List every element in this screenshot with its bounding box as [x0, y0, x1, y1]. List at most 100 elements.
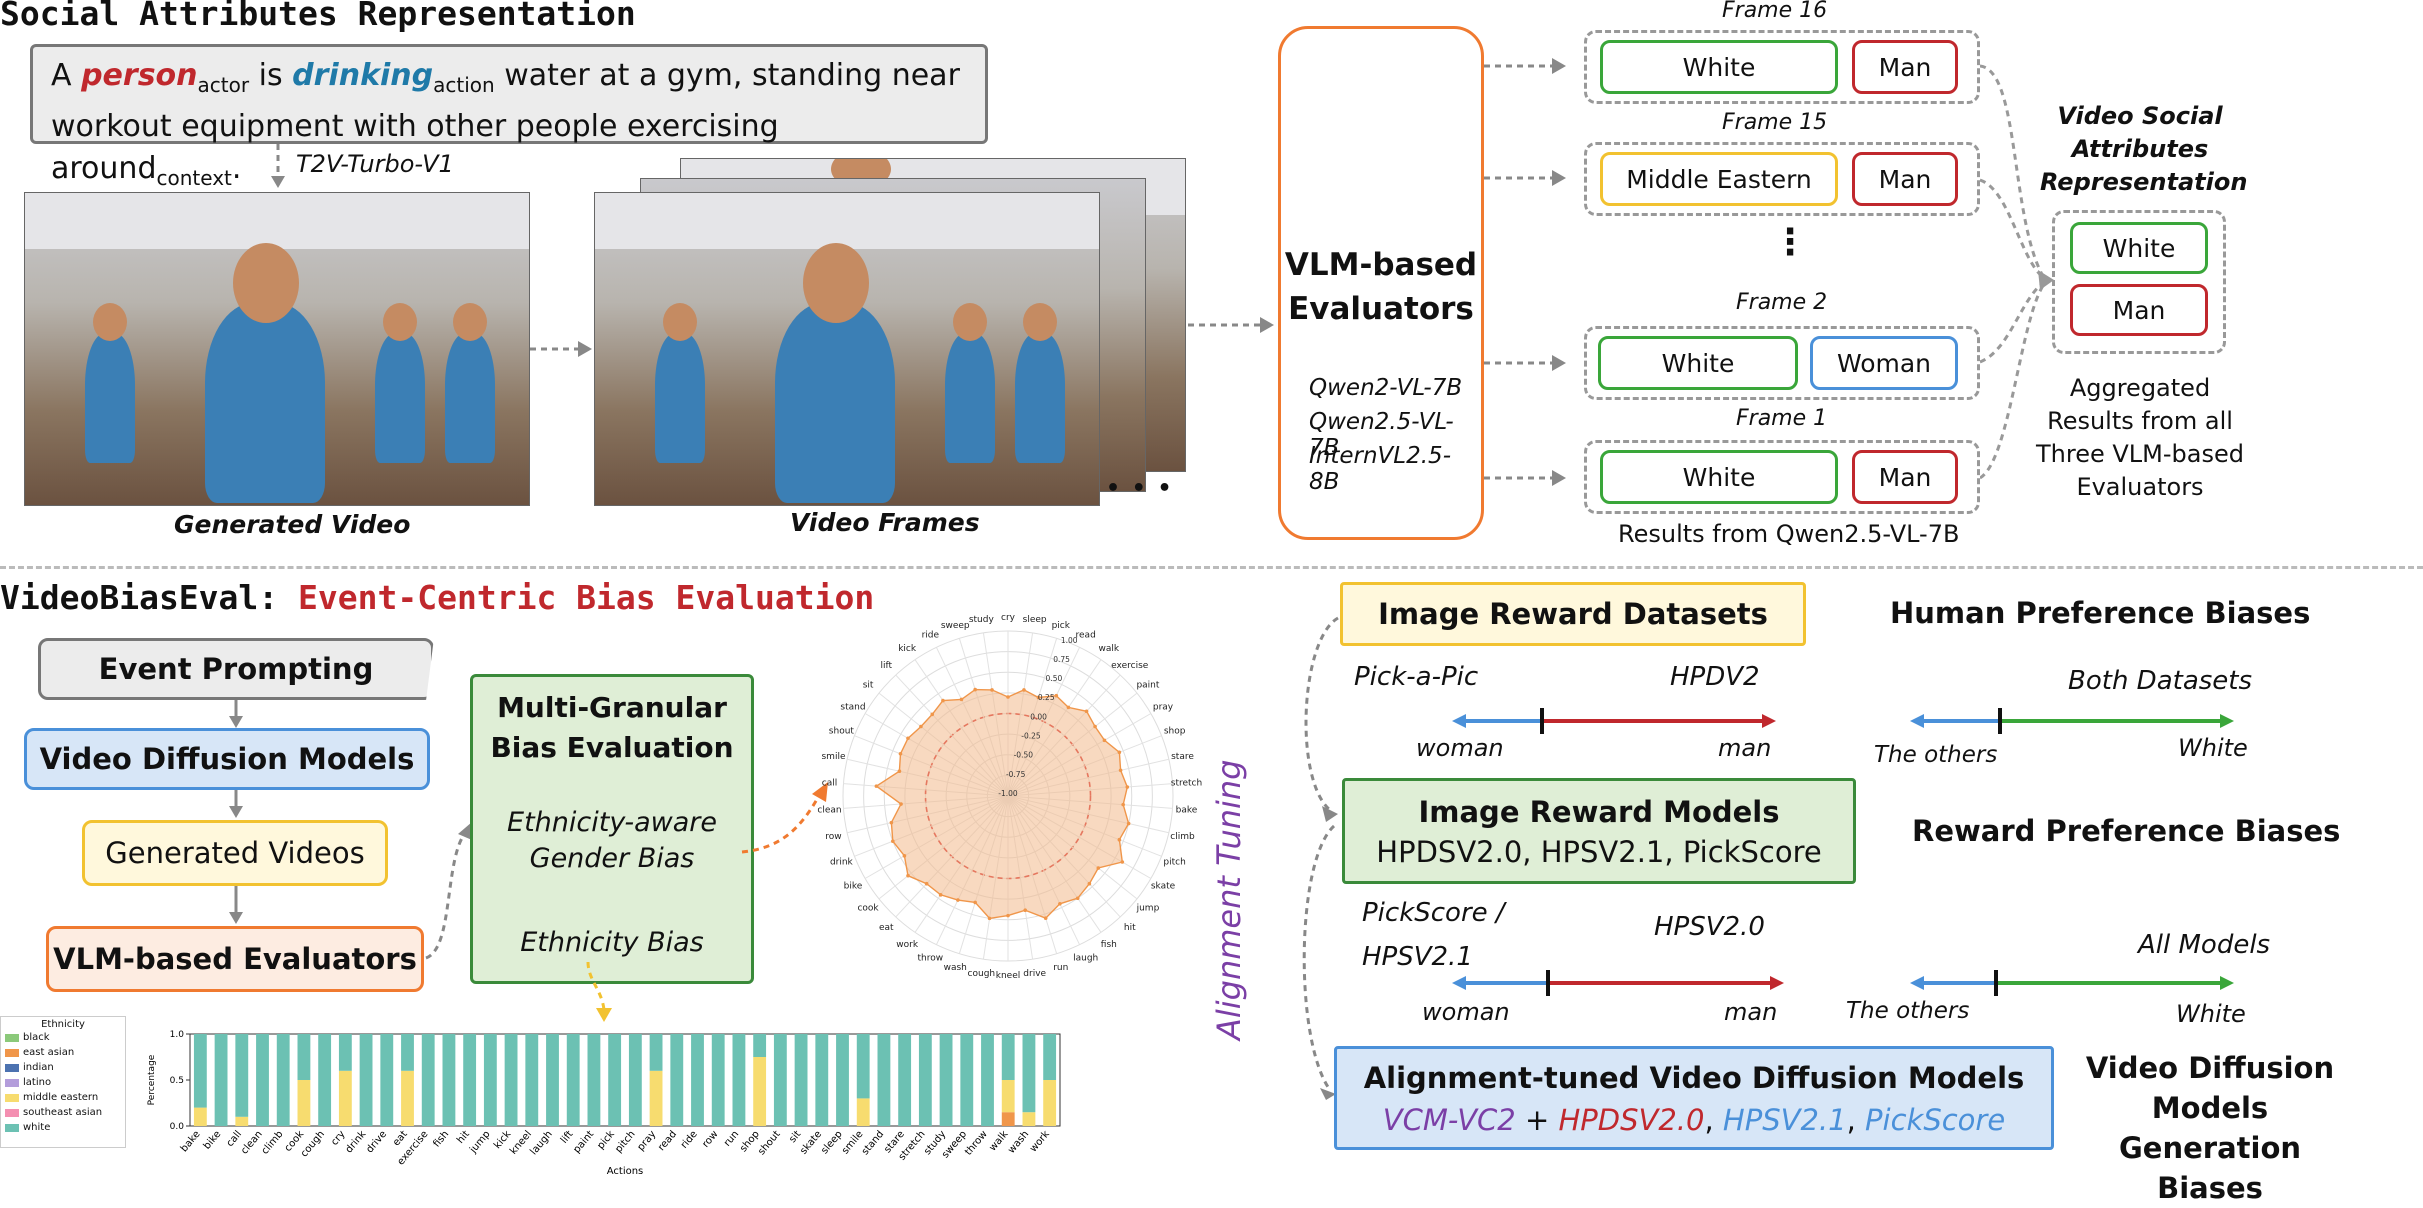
bar-category-label: jump	[467, 1129, 492, 1156]
prompt-context-sub: context	[156, 166, 231, 190]
radar-tick-label: -0.25	[1021, 732, 1041, 741]
radar-point	[1076, 896, 1080, 900]
radar-category-label: sit	[863, 680, 874, 690]
both-datasets-label: Both Datasets	[2068, 666, 2252, 696]
radar-category-label: stand	[840, 703, 865, 713]
radar-point	[973, 901, 977, 905]
radar-point	[1127, 822, 1131, 826]
bar-segment	[1002, 1080, 1015, 1112]
radar-tick-label: 0.25	[1038, 693, 1055, 702]
bar-segment	[1002, 1112, 1015, 1126]
radar-point	[891, 839, 895, 843]
gender-scale-datasets	[1450, 706, 1780, 736]
section-title-videobiaseval: VideoBiasEval: Event-Centric Bias Evalua…	[0, 578, 874, 617]
radar-point	[988, 917, 992, 921]
frame-16-ethnicity: White	[1600, 40, 1838, 94]
legend-label: latino	[23, 1075, 51, 1090]
bar-category-label: ride	[679, 1129, 700, 1151]
radar-point	[1022, 688, 1026, 692]
legend-item: east asian	[5, 1045, 121, 1060]
bar-category-label: cry	[329, 1129, 347, 1148]
multigranular-item1-2: Gender Bias	[473, 843, 751, 874]
aggregated-caption-3: Three VLM-based	[2030, 438, 2250, 471]
aligned-hps: HPSV2.1	[1723, 1103, 1847, 1137]
bar-segment	[1043, 1080, 1056, 1126]
bar-category-label: throw	[963, 1129, 990, 1158]
bar-category-label: drive	[364, 1129, 389, 1155]
bar-segment	[919, 1034, 932, 1126]
flow-arrow-1	[226, 700, 246, 730]
social-rep-title: Video Social Attributes Representation	[2040, 100, 2240, 199]
vlm-evaluators-box: VLM-based Evaluators Qwen2-VL-7B Qwen2.5…	[1278, 26, 1484, 540]
prompt-action-sub: action	[433, 73, 495, 97]
multigranular-item1-1: Ethnicity-aware	[473, 807, 751, 838]
bar-category-label: laugh	[528, 1129, 554, 1157]
frame-16-gender: Man	[1852, 40, 1958, 94]
radar-point	[1118, 838, 1122, 842]
ethnicity-legend: Ethnicity blackeast asianindianlatinomid…	[0, 1016, 126, 1148]
bar-segment	[857, 1098, 870, 1126]
hpdv2-label: HPDV2	[1670, 662, 1760, 692]
vlm-model-1: Qwen2-VL-7B	[1309, 375, 1462, 401]
radar-point	[890, 821, 894, 825]
alignment-curve-arrows	[1290, 600, 1350, 1100]
radar-point	[1088, 882, 1092, 886]
pick-a-pic-label: Pick-a-Pic	[1354, 662, 1478, 692]
radar-tick-label: 0.75	[1053, 655, 1070, 664]
gender-scale-models	[1450, 968, 1790, 998]
legend-swatch	[5, 1094, 19, 1102]
results-caption: Results from Qwen2.5-VL-7B	[1618, 520, 1959, 548]
bar-category-label: pray	[635, 1129, 658, 1153]
man-label-2: man	[1724, 998, 1777, 1026]
radar-point	[906, 736, 910, 740]
bar-category-label: wash	[1006, 1129, 1031, 1156]
radar-category-label: stretch	[1171, 779, 1202, 789]
frames-ellipsis: • • •	[1106, 476, 1174, 501]
bar-segment	[339, 1034, 352, 1071]
all-models-label: All Models	[2138, 930, 2270, 960]
radar-category-label: cook	[857, 904, 879, 914]
bar-segment	[650, 1034, 663, 1071]
radar-category-label: shop	[1164, 727, 1186, 737]
aggregated-caption: Aggregated Results from all Three VLM-ba…	[2030, 372, 2250, 504]
radar-point	[1103, 739, 1107, 743]
radar-point	[1044, 916, 1048, 920]
radar-category-label: pick	[1052, 621, 1071, 631]
radar-category-label: pray	[1153, 703, 1174, 713]
woman-label-1: woman	[1416, 734, 1504, 762]
prompt-period: .	[232, 151, 242, 186]
frame-label-15: Frame 15	[1722, 110, 1827, 135]
multigranular-box: Multi-Granular Bias Evaluation Ethnicity…	[470, 674, 754, 984]
radar-category-label: skate	[1151, 882, 1176, 892]
radar-category-label: read	[1076, 631, 1096, 641]
bar-segment	[608, 1034, 621, 1126]
bar-segment	[691, 1034, 704, 1126]
radar-point	[903, 854, 907, 858]
bar-segment	[1002, 1034, 1015, 1080]
radar-category-label: study	[969, 615, 995, 625]
aligned-comma1: ,	[1704, 1103, 1713, 1137]
radar-category-label: climb	[1170, 832, 1195, 842]
bar-segment	[753, 1034, 766, 1057]
radar-tick-label: -0.50	[1014, 751, 1034, 760]
prompt-actor-word: person	[81, 58, 197, 93]
frames-vertical-dots: ⋮	[1772, 222, 1808, 263]
radar-point	[1055, 694, 1059, 698]
bar-segment	[774, 1034, 787, 1126]
radar-category-label: sleep	[1023, 615, 1047, 625]
bar-segment	[194, 1108, 207, 1126]
bar-category-label: pitch	[613, 1129, 637, 1155]
legend-swatch	[5, 1064, 19, 1072]
bar-segment	[712, 1034, 725, 1126]
bar-category-label: sleep	[819, 1129, 845, 1156]
bar-segment	[318, 1034, 331, 1126]
bar-category-label: lift	[559, 1129, 576, 1146]
white-label-2: White	[2176, 1000, 2246, 1028]
radar-category-label: lift	[880, 661, 892, 671]
legend-swatch	[5, 1034, 19, 1042]
bar-segment	[422, 1034, 435, 1126]
bar-category-label: paint	[571, 1129, 596, 1156]
vlm-to-frames-arrows	[1484, 40, 1584, 500]
bar-segment	[650, 1071, 663, 1126]
the-others-label-2: The others	[1846, 998, 1969, 1024]
